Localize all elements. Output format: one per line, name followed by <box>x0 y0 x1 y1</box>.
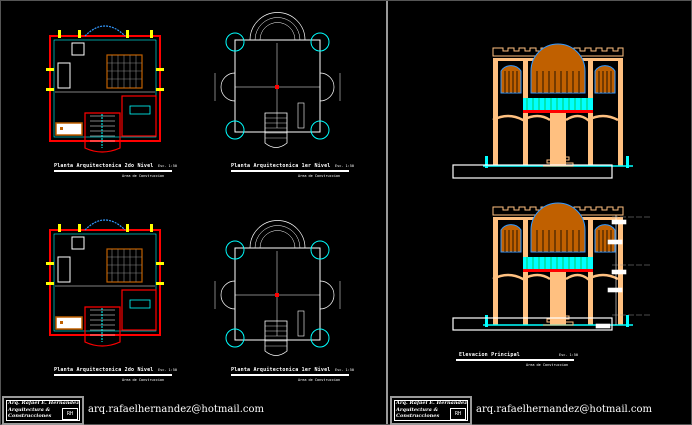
elevation-top <box>481 42 635 170</box>
plan-note: Area de Construccion <box>122 378 165 382</box>
elevation-title: Elevacion Principal <box>459 352 520 358</box>
title-underline <box>54 170 172 172</box>
title-underline <box>456 359 574 361</box>
title-underline <box>231 374 349 376</box>
plan-note: Area de Construccion <box>298 174 341 178</box>
plan-note: Area de Construccion <box>122 174 165 178</box>
email-text: arq.rafaelhernandez@hotmail.com <box>476 404 653 415</box>
title-block-right: Arq. Rafael E. Hernandez Arquitectura & … <box>390 396 472 425</box>
elevation-bottom <box>481 201 635 329</box>
title-underline <box>231 170 349 172</box>
plan-note: Area de Construccion <box>298 378 341 382</box>
plan-2do-nivel-bottom <box>45 219 165 347</box>
title-block-line3: Construcciones <box>396 413 440 419</box>
plan-title: Planta Arquitectonica 2do Nivel <box>54 367 154 373</box>
title-underline <box>54 374 172 376</box>
logo-icon: RH <box>62 408 78 420</box>
email-text: arq.rafaelhernandez@hotmail.com <box>88 404 265 415</box>
elevation-scale: Esc. 1:50 <box>559 353 578 357</box>
elevation-note: Area de Construccion <box>526 363 569 367</box>
plan-scale: Esc. 1:50 <box>158 164 177 168</box>
plan-scale: Esc. 1:50 <box>158 368 177 372</box>
plan-title: Planta Arquitectonica 1er Nivel <box>231 163 331 169</box>
elevation-top-base <box>452 164 613 179</box>
plan-2do-nivel-top <box>45 25 165 153</box>
logo-icon: RH <box>450 408 466 420</box>
plan-scale: Esc. 1:50 <box>335 368 354 372</box>
plan-title: Planta Arquitectonica 2do Nivel <box>54 163 154 169</box>
title-block-line2: Arquitectura & <box>396 407 439 413</box>
elevation-bottom-base <box>452 317 613 331</box>
plan-title: Planta Arquitectonica 1er Nivel <box>231 367 331 373</box>
title-block-line2: Arquitectura & <box>8 407 51 413</box>
title-block-line3: Construcciones <box>8 413 52 419</box>
title-block-line1: Arq. Rafael E. Hernandez <box>8 400 80 406</box>
plan-scale: Esc. 1:50 <box>335 164 354 168</box>
level-dimensions <box>595 215 652 329</box>
plan-1er-nivel-top <box>214 12 341 149</box>
title-block-line1: Arq. Rafael E. Hernandez <box>396 400 468 406</box>
plan-1er-nivel-bottom <box>214 220 341 356</box>
title-block-left: Arq. Rafael E. Hernandez Arquitectura & … <box>2 396 84 425</box>
